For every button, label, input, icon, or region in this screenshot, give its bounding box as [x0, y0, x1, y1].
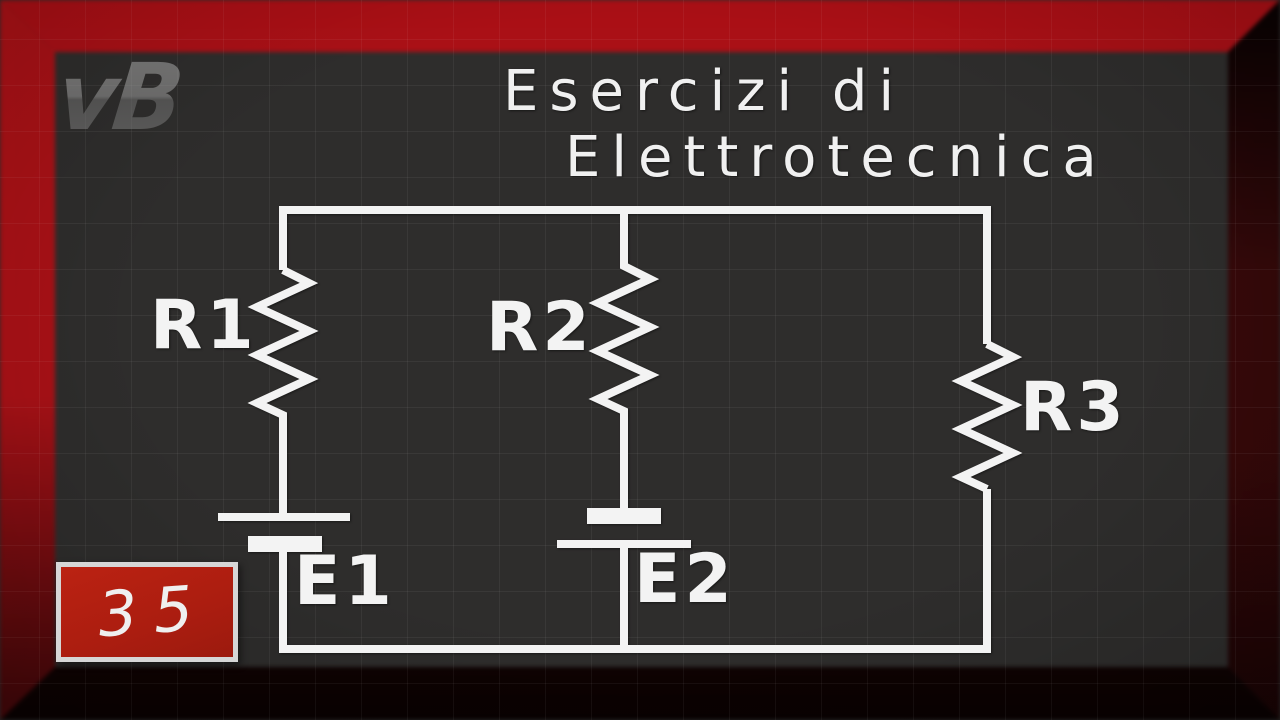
label-r3: R3 [1020, 368, 1128, 447]
page-title-line1: Esercizi di [503, 59, 906, 124]
label-r2: R2 [486, 288, 594, 367]
episode-number: 35 [95, 570, 211, 652]
page-title-line2: Elettrotecnica [565, 125, 1108, 190]
bottom-rail-wire [279, 489, 991, 653]
episode-badge: 35 [56, 562, 238, 662]
label-e2: E2 [634, 540, 736, 619]
label-e1: E1 [294, 542, 396, 621]
top-rail-wire [279, 206, 991, 344]
resistor-r1 [247, 266, 319, 513]
resistor-r3 [951, 340, 1023, 493]
vb-logo: vB [52, 44, 184, 151]
resistor-r2 [588, 210, 660, 508]
label-r1: R1 [150, 286, 258, 365]
